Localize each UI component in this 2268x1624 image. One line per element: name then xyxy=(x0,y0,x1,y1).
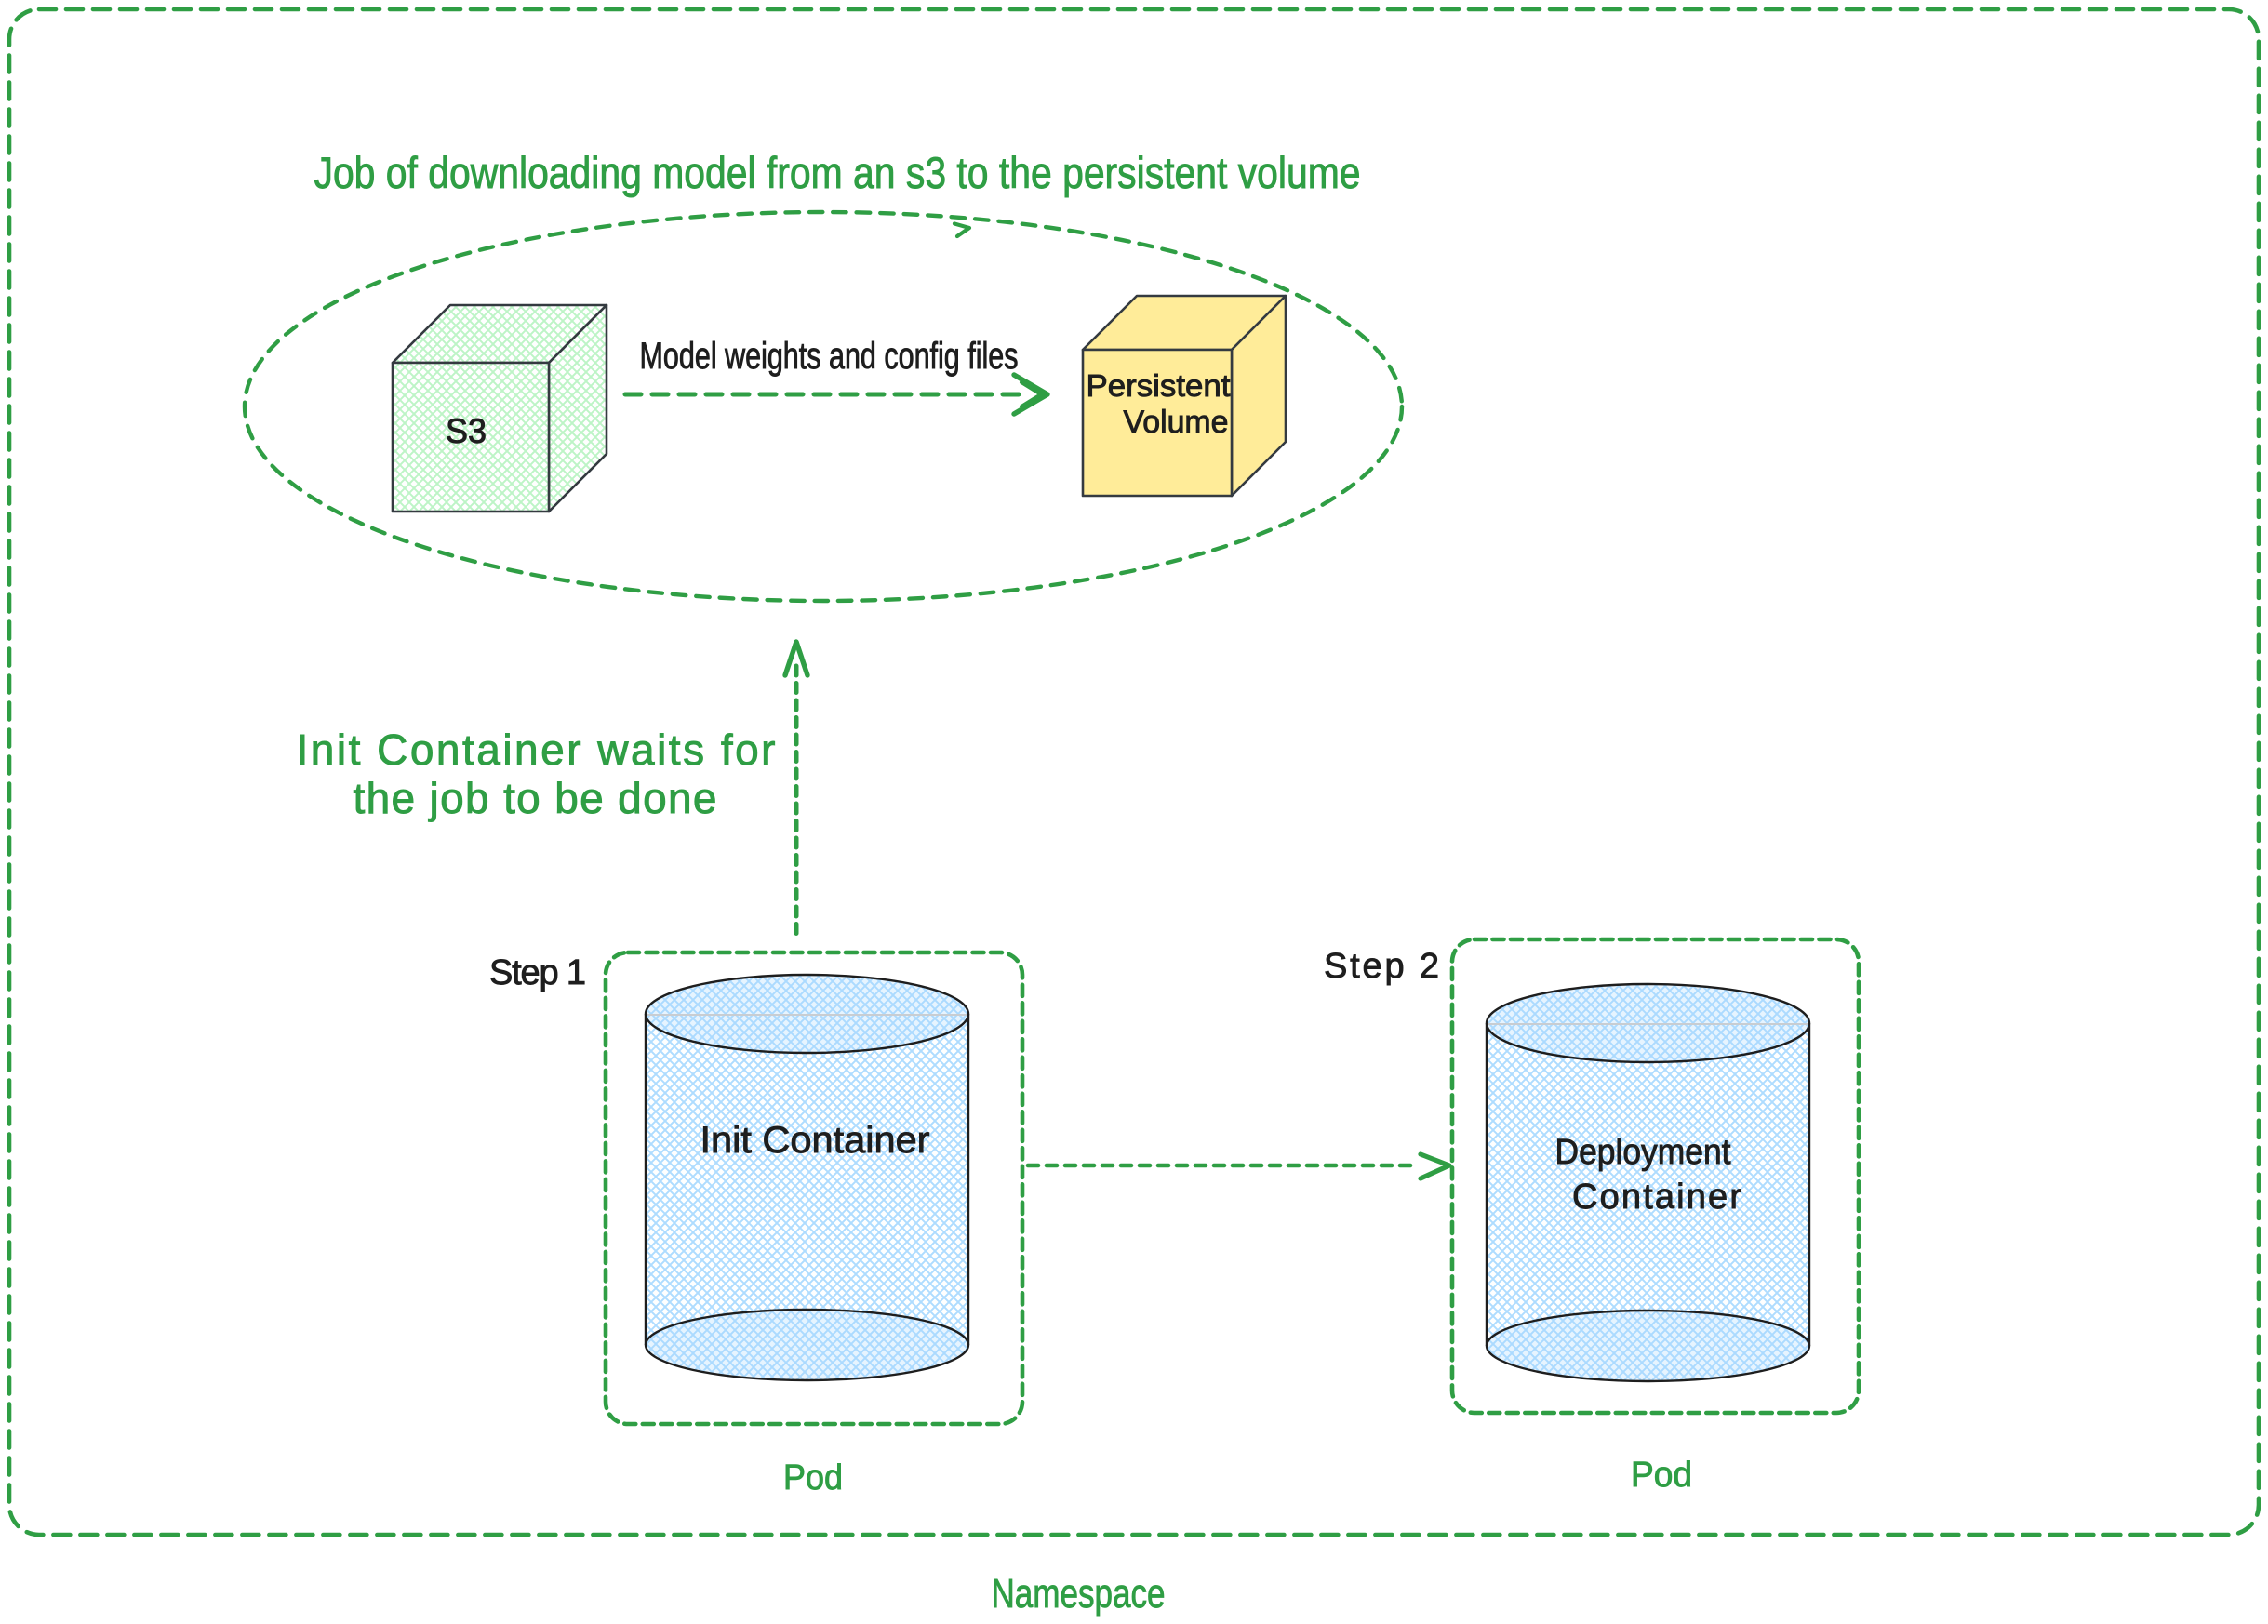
svg-text:Container: Container xyxy=(1572,1178,1741,1217)
svg-text:Pod: Pod xyxy=(783,1458,843,1498)
svg-text:Init Container waits for: Init Container waits for xyxy=(297,725,776,774)
svg-text:Job of downloading model from: Job of downloading model from an s3 to t… xyxy=(314,148,1361,197)
svg-text:Volume: Volume xyxy=(1124,405,1229,440)
svg-text:Namespace: Namespace xyxy=(992,1571,1166,1617)
svg-text:Deployment: Deployment xyxy=(1555,1133,1731,1172)
svg-text:the job to be done: the job to be done xyxy=(354,774,717,822)
svg-text:Pod: Pod xyxy=(1631,1456,1692,1495)
svg-text:Step 2: Step 2 xyxy=(1324,947,1439,986)
svg-text:Step 1: Step 1 xyxy=(489,953,586,992)
svg-text:Persistent: Persistent xyxy=(1087,368,1231,403)
svg-text:S3: S3 xyxy=(446,412,487,450)
svg-text:Model weights and config files: Model weights and config files xyxy=(640,336,1019,377)
svg-text:Init Container: Init Container xyxy=(700,1120,930,1161)
